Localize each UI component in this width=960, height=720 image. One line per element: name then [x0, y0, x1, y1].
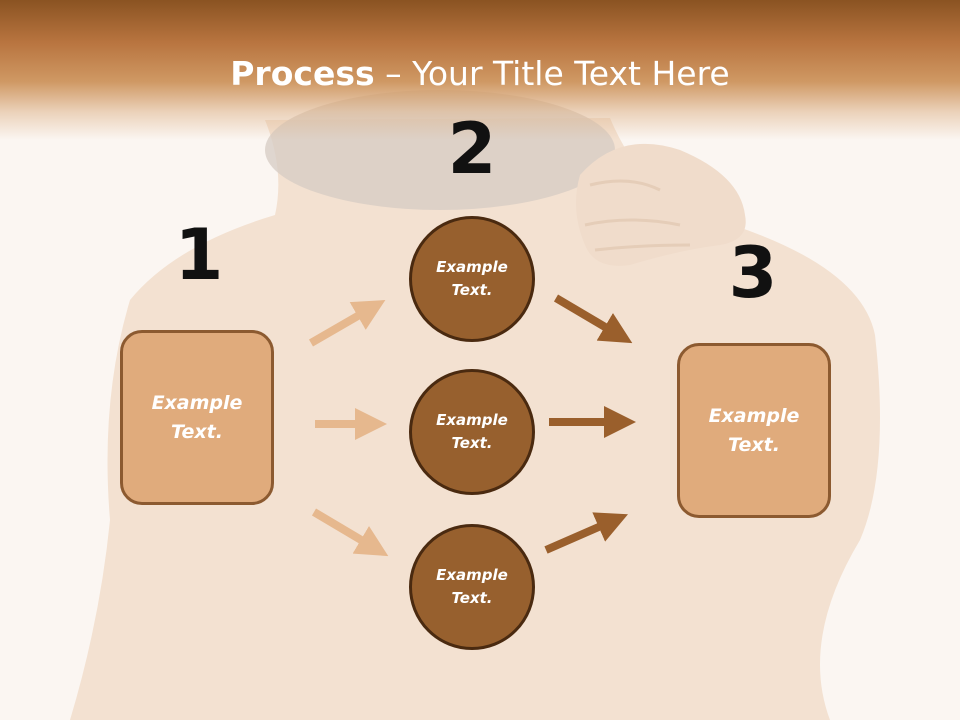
title-rest-text: – Your Title Text Here: [374, 54, 730, 93]
step-number-3: 3: [728, 232, 778, 314]
arrow-circle-bottom-to-box3: [544, 512, 628, 554]
circle-label: Example Text.: [436, 566, 508, 607]
process-circle-bottom: Example Text.: [409, 524, 535, 650]
slide-title: Process – Your Title Text Here: [0, 52, 960, 96]
process-box-left: Example Text.: [120, 330, 274, 505]
arrow-circle-top-to-box3: [553, 294, 633, 344]
process-circle-middle: Example Text.: [409, 369, 535, 495]
circle-label: Example Text.: [436, 258, 508, 299]
arrow-box1-to-circle-bottom: [311, 508, 389, 557]
step-number-2: 2: [447, 108, 497, 190]
process-circle-top: Example Text.: [409, 216, 535, 342]
finger-lines: [584, 179, 691, 252]
process-box-right: Example Text.: [677, 343, 831, 518]
box-label: Example Text.: [151, 391, 243, 443]
title-bold-text: Process: [230, 54, 375, 93]
step-number-1: 1: [174, 214, 224, 296]
hand-shape: [576, 143, 746, 266]
arrow-box1-to-circle-top: [308, 299, 386, 347]
circle-label: Example Text.: [436, 411, 508, 452]
box-label: Example Text.: [708, 404, 800, 456]
title-bar: Process – Your Title Text Here: [0, 0, 960, 140]
